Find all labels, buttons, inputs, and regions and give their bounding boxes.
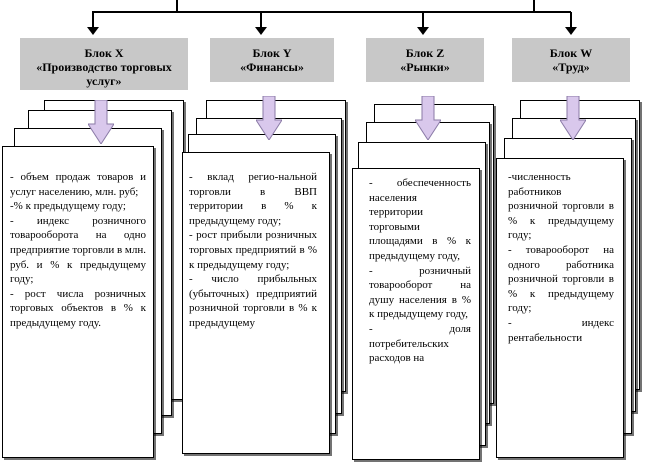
block-w-title: Блок W	[549, 46, 593, 60]
block-x-item: - индекс розничного товарооборота на одн…	[10, 214, 146, 286]
block-x-title: Блок X	[84, 46, 124, 60]
block-x-item: -% к предыдущему году;	[10, 200, 126, 213]
down-arrow-icon	[256, 96, 282, 140]
connector-arrow-z	[417, 12, 429, 35]
connector-arrow-w	[565, 12, 577, 35]
block-x-subtitle: «Производство торговых услуг»	[36, 60, 172, 88]
block-w-item: - товарооборот на одного работника розни…	[508, 243, 614, 315]
block-w-header: Блок W «Труд»	[512, 30, 638, 82]
block-x-indicators: - объем продаж товаров и услуг населению…	[10, 170, 146, 331]
block-w-item: -численность работников розничной торгов…	[508, 171, 614, 242]
block-z-title: Блок Z	[405, 46, 445, 60]
block-z-item: - доля потребительских расходов на	[369, 322, 471, 365]
block-w-item: - индекс рентабельности	[508, 316, 614, 344]
block-x-item: - рост числа розничных торговых объектов…	[10, 287, 146, 329]
block-z-item: - розничный товарооборот на душу населен…	[369, 264, 471, 321]
block-z-indicators: - обеспеченность населения территории то…	[369, 176, 471, 366]
connector-arrow-x	[87, 12, 99, 35]
down-arrow-icon	[560, 96, 586, 140]
block-w-page-front	[496, 158, 624, 458]
block-x-header: Блок X «Производство торговых услуг»	[20, 30, 196, 90]
block-w-subtitle: «Труд»	[552, 60, 590, 74]
block-y-page-front	[182, 152, 330, 454]
down-arrow-icon	[415, 96, 441, 140]
block-y-header: Блок Y «Финансы»	[210, 30, 342, 82]
block-y-subtitle: «Финансы»	[240, 60, 304, 74]
connector-arrow-y	[255, 12, 267, 35]
block-y-indicators: - вклад регио-нальной торговли в ВВП тер…	[189, 170, 317, 331]
top-vertical-line-left	[176, 0, 178, 12]
block-x-page-front	[2, 146, 154, 458]
block-x-item: - объем продаж товаров и услуг населению…	[10, 171, 146, 198]
block-z-subtitle: «Рынки»	[400, 60, 450, 74]
block-w-indicators: -численность работников розничной торгов…	[508, 170, 614, 345]
block-z-header: Блок Z «Рынки»	[366, 30, 492, 82]
block-y-title: Блок Y	[252, 46, 292, 60]
down-arrow-icon	[88, 100, 114, 144]
top-vertical-line-right	[533, 0, 535, 12]
block-y-item: - вклад регио-нальной торговли в ВВП тер…	[189, 171, 317, 227]
block-y-item: - число прибыльных (убыточных) предприят…	[189, 273, 317, 329]
block-z-page-front	[352, 168, 480, 460]
block-z-item: - обеспеченность населения территории то…	[369, 177, 471, 262]
connector-horizontal-line	[92, 11, 571, 13]
block-y-item: - рост прибыли розничных торговых предпр…	[189, 229, 317, 271]
